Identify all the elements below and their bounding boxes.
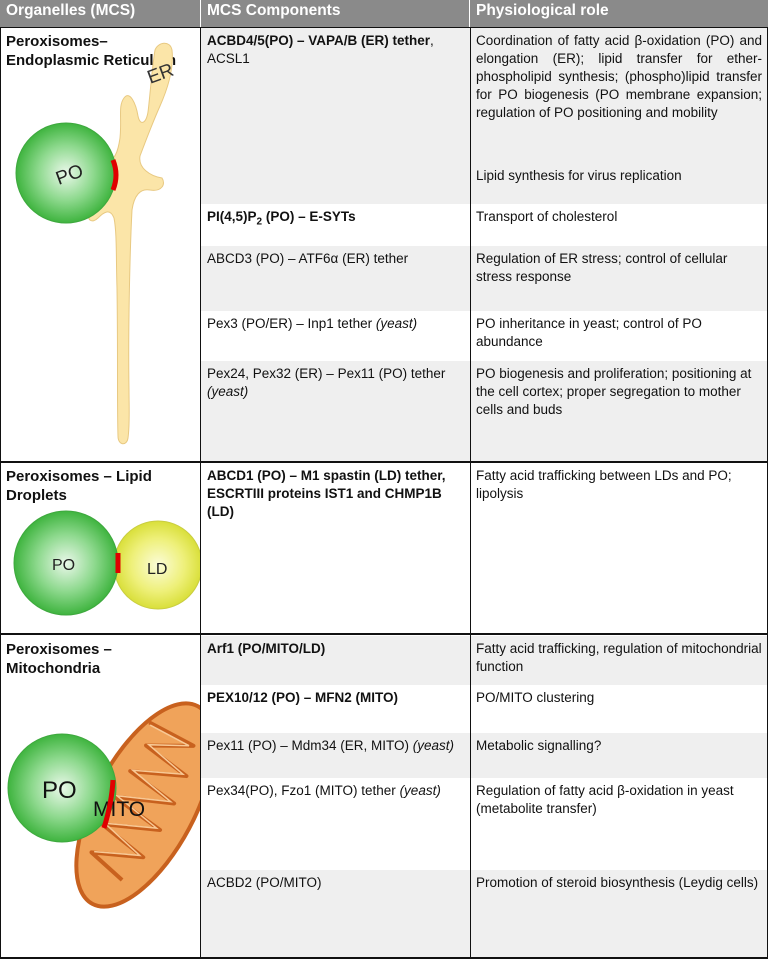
header-organelles: Organelles (MCS) (0, 0, 201, 27)
mito-row-3-components: Pex11 (PO) – Mdm34 (ER, MITO) (yeast) (201, 733, 470, 759)
role-text: Coordination of fatty acid β-oxidation (… (476, 33, 762, 120)
row-bg (201, 733, 768, 778)
component-text: Pex11 (PO) – Mdm34 (ER, MITO) (207, 738, 413, 753)
row-bg (201, 778, 768, 870)
section-divider (0, 633, 768, 635)
component-italic: (yeast) (399, 783, 441, 798)
mito-label: MITO (93, 798, 145, 821)
component-bold: (PO) – E-SYTs (262, 209, 356, 224)
mito-row-4-components: Pex34(PO), Fzo1 (MITO) tether (yeast) (201, 778, 470, 804)
column-divider (200, 27, 201, 959)
header-components: MCS Components (201, 0, 470, 27)
er-row-2-components: PI(4,5)P2 (PO) – E-SYTs (201, 204, 470, 236)
component-italic: (yeast) (207, 384, 249, 399)
role-text: PO inheritance in yeast; control of PO a… (476, 316, 702, 349)
mito-row-1-role: Fatty acid trafficking, regulation of mi… (470, 636, 768, 680)
role-text: Fatty acid trafficking, regulation of mi… (476, 641, 762, 674)
mito-row-2-components: PEX10/12 (PO) – MFN2 (MITO) (201, 685, 470, 711)
role-text: Lipid synthesis for virus replication (476, 168, 682, 183)
component-bold: ABCD1 (PO) – M1 spastin (LD) tether, ESC… (207, 468, 446, 519)
po-ld-contact-diagram: PO LD (13, 510, 200, 616)
component-bold: PI(4,5)P (207, 209, 257, 224)
contact-site-marker (101, 779, 116, 829)
po-label: PO (52, 557, 75, 574)
er-row-4-components: Pex3 (PO/ER) – Inp1 tether (yeast) (201, 311, 470, 337)
mito-row-5-components: ACBD2 (PO/MITO) (201, 870, 470, 896)
section-divider (0, 27, 768, 28)
po-organelle (7, 733, 117, 843)
po-er-contact-diagram: ER PO (15, 42, 177, 445)
component-text: , ACSL1 (207, 33, 434, 66)
role-text: Regulation of ER stress; control of cell… (476, 251, 728, 284)
ld-row-1-role: Fatty acid trafficking between LDs and P… (470, 463, 768, 507)
mito-row-3-role: Metabolic signalling? (470, 733, 768, 759)
role-text: Fatty acid trafficking between LDs and P… (476, 468, 732, 501)
ld-row-1-components: ABCD1 (PO) – M1 spastin (LD) tether, ESC… (201, 463, 470, 525)
section-divider (0, 957, 768, 959)
role-text: Metabolic signalling? (476, 738, 602, 753)
row-bg (201, 870, 768, 959)
mito-row-5-role: Promotion of steroid biosynthesis (Leydi… (470, 870, 768, 896)
section-title-er: Peroxisomes– Endoplasmic Reticulum (6, 33, 177, 69)
column-divider (470, 27, 471, 959)
role-text: Promotion of steroid biosynthesis (Leydi… (476, 875, 759, 890)
po-label: PO (42, 777, 77, 804)
po-mito-contact-diagram: PO MITO (7, 701, 200, 909)
role-text: PO biogenesis and proliferation; positio… (476, 366, 752, 417)
component-text: ACBD2 (PO/MITO) (207, 875, 322, 890)
section-title-ld: Peroxisomes – Lipid Droplets (6, 468, 152, 504)
section-divider (0, 461, 768, 463)
role-text: Regulation of fatty acid β-oxidation in … (476, 783, 734, 816)
row-bg (201, 246, 768, 311)
component-italic: (yeast) (412, 738, 455, 753)
row-bg (201, 361, 768, 461)
er-row-2-role: Transport of cholesterol (470, 204, 768, 230)
er-row-5-role: PO biogenesis and proliferation; positio… (470, 361, 768, 423)
mito-row-4-role: Regulation of fatty acid β-oxidation in … (470, 778, 768, 822)
component-bold: Arf1 (PO/MITO/LD) (207, 641, 326, 656)
row-bg (201, 636, 768, 685)
er-row-1-role: Coordination of fatty acid β-oxidation (… (470, 28, 768, 126)
row-bg (201, 311, 768, 361)
row-bg (201, 685, 768, 733)
row-bg (201, 28, 768, 204)
ld-label: LD (147, 561, 167, 578)
section-title-mito: Peroxisomes – Mitochondria (6, 641, 112, 677)
role-text: PO/MITO clustering (476, 690, 595, 705)
er-row-3-components: ABCD3 (PO) – ATF6α (ER) tether (201, 246, 470, 272)
component-bold: PEX10/12 (PO) – MFN2 (MITO) (207, 690, 399, 705)
contact-site-marker (110, 159, 119, 191)
mito-row-1-components: Arf1 (PO/MITO/LD) (201, 636, 470, 662)
er-row-3-role: Regulation of ER stress; control of cell… (470, 246, 768, 290)
component-text: Pex3 (PO/ER) – Inp1 tether (207, 316, 376, 331)
component-italic: (yeast) (375, 316, 418, 331)
mito-row-2-role: PO/MITO clustering (470, 685, 768, 711)
component-text: Pex24, Pex32 (ER) – Pex11 (PO) tether (207, 366, 446, 381)
component-text: ABCD3 (PO) – ATF6α (ER) tether (207, 251, 409, 266)
component-text: Pex34(PO), Fzo1 (MITO) tether (207, 783, 400, 798)
row-bg (201, 204, 768, 246)
er-row-5-components: Pex24, Pex32 (ER) – Pex11 (PO) tether (y… (201, 361, 470, 405)
er-tubule-shape (88, 42, 173, 445)
role-text: Transport of cholesterol (476, 209, 618, 224)
er-row-1-components: ACBD4/5(PO) – VAPA/B (ER) tether, ACSL1 (201, 28, 470, 72)
er-row-4-role: PO inheritance in yeast; control of PO a… (470, 311, 768, 355)
column-divider (0, 27, 1, 959)
component-bold: ACBD4/5(PO) – VAPA/B (ER) tether (207, 33, 431, 48)
header-role: Physiological role (470, 0, 768, 27)
component-subscript: 2 (256, 216, 263, 228)
er-row-1-role-virus: Lipid synthesis for virus replication (470, 163, 768, 189)
